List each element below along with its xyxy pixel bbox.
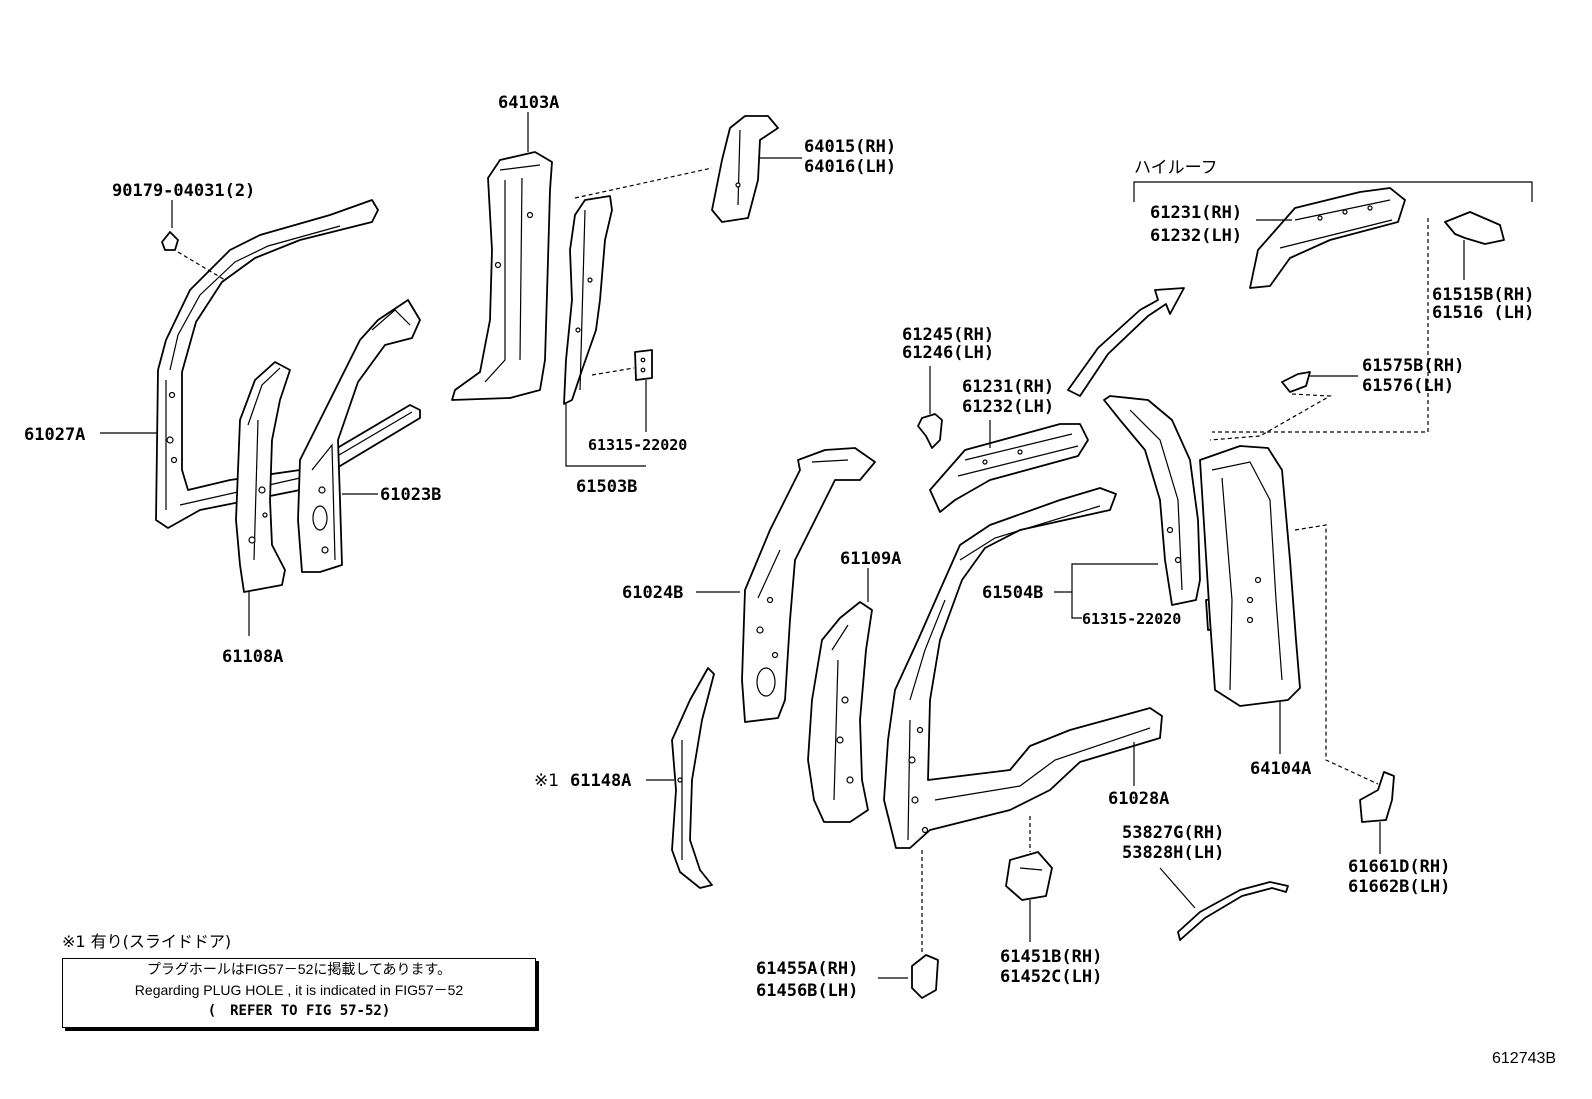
footnote-sliding-door: ※1 有り(スライドドア)	[62, 932, 232, 951]
part-61503B[interactable]	[563, 195, 613, 405]
part-64015[interactable]	[711, 115, 779, 223]
label-61516-lh: 61516 (LH)	[1432, 303, 1534, 323]
part-61028A[interactable]	[883, 487, 1163, 849]
label-61148A: 61148A	[570, 771, 631, 791]
note-line-jp: プラグホールはFIG57－52に掲載してあります。	[146, 961, 452, 977]
note-line-refer[interactable]: ( REFER TO FIG 57-52)	[207, 1003, 391, 1019]
part-61661D[interactable]	[1359, 771, 1395, 823]
arrow-to-highroof	[1067, 287, 1185, 397]
label-61231-rh-highroof: 61231(RH)	[1150, 203, 1242, 223]
label-61108A: 61108A	[222, 647, 283, 667]
label-61028A: 61028A	[1108, 789, 1169, 809]
label-90179-04031: 90179-04031(2)	[112, 181, 255, 201]
part-61245[interactable]	[917, 413, 943, 449]
part-64103A[interactable]	[451, 151, 553, 401]
label-64016-lh: 64016(LH)	[804, 157, 896, 177]
part-61024B[interactable]	[741, 447, 876, 723]
label-61503B: 61503B	[576, 477, 637, 497]
part-61148A[interactable]	[671, 667, 715, 889]
note-line-en: Regarding PLUG HOLE , it is indicated in…	[134, 982, 464, 998]
label-61575B-rh: 61575B(RH)	[1362, 356, 1464, 376]
figure-id: 612743B	[1492, 1050, 1557, 1067]
label-61023B: 61023B	[380, 485, 441, 505]
part-61109A[interactable]	[807, 601, 873, 823]
label-53827G-rh: 53827G(RH)	[1122, 823, 1224, 843]
part-61455A[interactable]	[911, 954, 939, 999]
label-61027A: 61027A	[24, 425, 85, 445]
label-61231-rh: 61231(RH)	[962, 377, 1054, 397]
label-61246-lh: 61246(LH)	[902, 343, 994, 363]
part-61231-highroof[interactable]	[1249, 187, 1406, 289]
label-64015-rh: 64015(RH)	[804, 137, 896, 157]
part-61231-rail[interactable]	[929, 423, 1089, 513]
part-61027A[interactable]	[155, 199, 421, 529]
label-61661D-rh: 61661D(RH)	[1348, 857, 1450, 877]
label-64103A: 64103A	[498, 93, 559, 113]
label-61515B-rh: 61515B(RH)	[1432, 285, 1534, 305]
label-mark-1: ※1	[534, 771, 559, 791]
label-61109A: 61109A	[840, 549, 901, 569]
label-61315-22020-b: 61315-22020	[1082, 610, 1181, 628]
label-61662B-lh: 61662B(LH)	[1348, 877, 1450, 897]
part-61575B[interactable]	[1281, 371, 1311, 393]
part-53827G[interactable]	[1177, 881, 1289, 941]
label-61451B-rh: 61451B(RH)	[1000, 947, 1102, 967]
label-61245-rh: 61245(RH)	[902, 325, 994, 345]
part-64104A[interactable]	[1199, 445, 1301, 707]
label-61456B-lh: 61456B(LH)	[756, 981, 858, 1001]
label-61232-lh: 61232(LH)	[962, 397, 1054, 417]
label-61232-lh-highroof: 61232(LH)	[1150, 226, 1242, 246]
label-61455A-rh: 61455A(RH)	[756, 959, 858, 979]
part-61504B[interactable]	[1103, 395, 1201, 606]
label-61452C-lh: 61452C(LH)	[1000, 967, 1102, 987]
part-61515B[interactable]	[1444, 211, 1505, 245]
part-61315-a[interactable]	[634, 349, 653, 381]
part-61023B[interactable]	[297, 299, 421, 573]
part-61108A[interactable]	[235, 361, 291, 593]
label-61315-22020-a: 61315-22020	[588, 436, 687, 454]
label-high-roof: ハイルーフ	[1134, 158, 1218, 178]
label-61576-lh: 61576(LH)	[1362, 376, 1454, 396]
label-64104A: 64104A	[1250, 759, 1311, 779]
plug-hole-note: プラグホールはFIG57－52に掲載してあります。 Regarding PLUG…	[62, 958, 536, 1028]
label-53828H-lh: 53828H(LH)	[1122, 843, 1224, 863]
label-61024B: 61024B	[622, 583, 683, 603]
label-61504B: 61504B	[982, 583, 1043, 603]
part-61451B[interactable]	[1005, 851, 1053, 901]
part-90179-clip[interactable]	[161, 231, 179, 251]
